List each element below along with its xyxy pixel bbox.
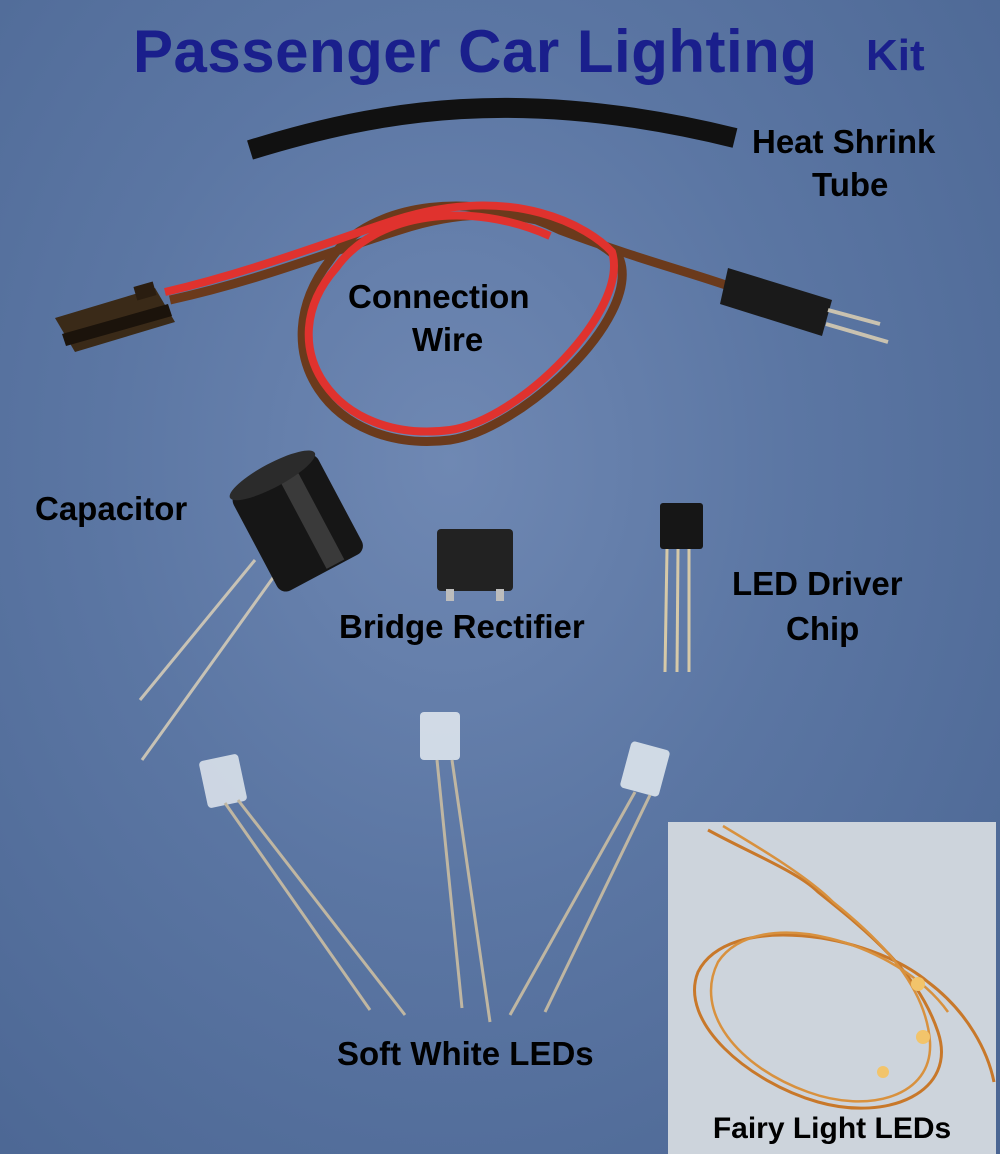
label-heat-shrink-line2: Tube bbox=[812, 166, 889, 203]
label-led-driver-line2: Chip bbox=[786, 610, 860, 647]
label-capacitor: Capacitor bbox=[35, 490, 188, 527]
led-left bbox=[199, 754, 407, 1016]
label-fairy-light-leds: Fairy Light LEDs bbox=[712, 1112, 952, 1145]
page-title: Passenger Car Lighting bbox=[133, 18, 818, 85]
heat-shrink-tube bbox=[247, 97, 738, 160]
led-middle bbox=[420, 712, 492, 1023]
fairy-light-wire bbox=[693, 824, 996, 1110]
led-right bbox=[508, 741, 670, 1016]
capacitor-component bbox=[138, 450, 363, 761]
label-heat-shrink-line1: Heat Shrink bbox=[752, 123, 936, 160]
label-connection-wire-line2: Wire bbox=[412, 321, 484, 358]
fairy-light-inset: Fairy Light LEDs bbox=[668, 822, 996, 1154]
label-bridge-rectifier: Bridge Rectifier bbox=[339, 608, 585, 645]
label-soft-white-leds: Soft White LEDs bbox=[337, 1035, 594, 1072]
label-connection-wire-line1: Connection bbox=[348, 278, 530, 315]
male-connector bbox=[720, 268, 889, 344]
page-title-suffix: Kit bbox=[866, 31, 925, 80]
bridge-rectifier-component bbox=[437, 529, 513, 601]
connection-wire bbox=[55, 201, 889, 446]
female-connector bbox=[55, 281, 175, 352]
led-driver-chip-component bbox=[660, 503, 703, 673]
label-led-driver-line1: LED Driver bbox=[732, 565, 903, 602]
